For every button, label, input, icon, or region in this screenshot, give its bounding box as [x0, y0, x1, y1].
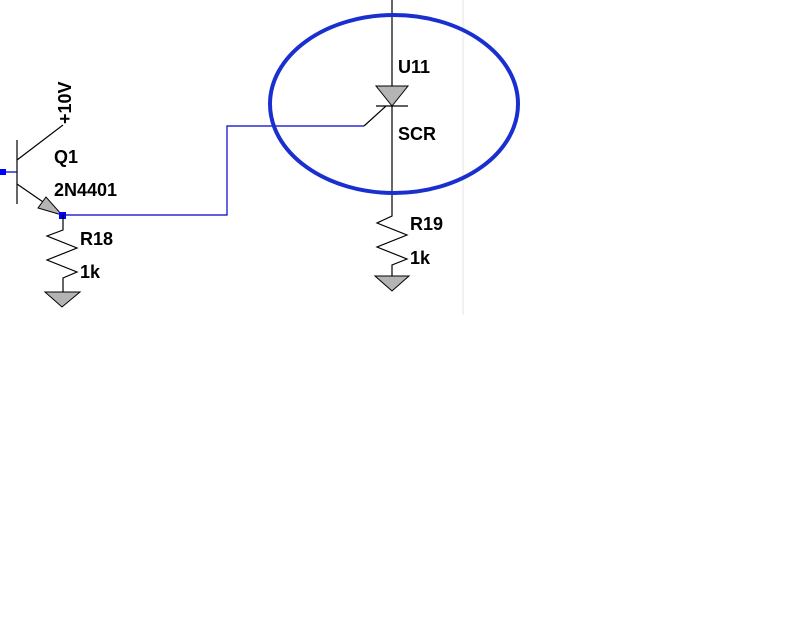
r19-ref-label: R19	[410, 214, 443, 234]
r18-ref-label: R18	[80, 229, 113, 249]
u11-scr[interactable]	[363, 85, 410, 210]
r19-value-label: 1k	[410, 248, 431, 268]
u11-value-label: SCR	[398, 124, 436, 144]
resistor-icon	[375, 210, 409, 276]
r19-resistor[interactable]	[375, 210, 409, 276]
q1-transistor[interactable]	[0, 124, 64, 216]
ground-icon	[373, 275, 411, 292]
supply-label: +10V	[55, 81, 75, 124]
ground-icon	[43, 291, 82, 308]
q1-value-label: 2N4401	[54, 180, 117, 200]
gate-drive-wire	[63, 125, 364, 216]
resistor-icon	[45, 215, 79, 292]
highlight-ellipse-icon	[268, 13, 520, 195]
q1-base-junction	[0, 169, 6, 175]
r18-resistor[interactable]	[45, 215, 79, 292]
scr-icon	[363, 85, 410, 210]
npn-transistor-icon	[16, 124, 64, 216]
u11-ref-label: U11	[398, 57, 430, 77]
r18-value-label: 1k	[80, 262, 101, 282]
q1-ref-label: Q1	[54, 147, 78, 167]
